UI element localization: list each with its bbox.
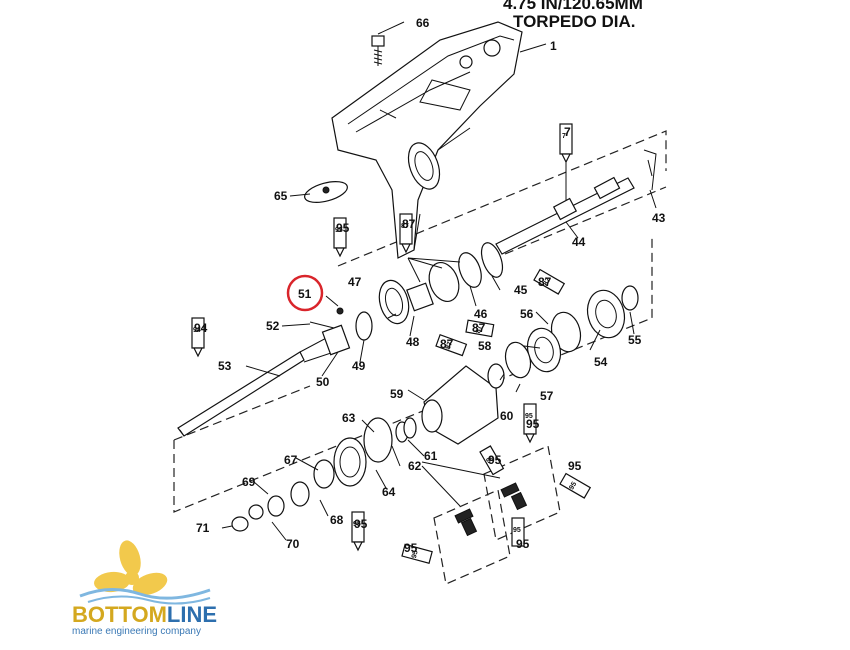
callout: 48 [406,335,420,349]
svg-text:87: 87 [401,223,409,230]
logo-wordmark-part1: BOTTOM [72,602,167,627]
callout: 95 [516,537,530,551]
svg-text:87: 87 [445,341,454,351]
callout: 66 [416,16,430,30]
callout-labels: 66 1 7 65 95 87 43 44 51 47 45 87 52 46 … [194,16,666,555]
callout: 60 [500,409,514,423]
bottomline-logo [79,540,211,605]
callout: 59 [390,387,404,401]
callout: 1 [550,39,557,53]
svg-text:95: 95 [568,481,578,491]
propeller-shaft-53 [177,307,373,437]
highlight-circle [286,274,324,312]
svg-text:95: 95 [411,550,420,559]
logo-wordmark-part2: LINE [166,602,218,627]
callout: 95 [336,221,350,235]
seal-kit-parts [454,482,528,537]
callout: 46 [474,307,488,321]
callout: 94 [194,321,208,335]
svg-text:95: 95 [335,227,343,234]
callout: 95 [526,417,540,431]
propeller-icon [94,540,168,596]
callout: 55 [628,333,642,347]
callout: 95 [488,453,502,467]
callout: 49 [352,359,366,373]
callout: 68 [330,513,344,527]
callout: 63 [342,411,356,425]
callout: 54 [594,355,608,369]
callout: 87 [538,275,552,289]
callout: 95 [568,459,582,473]
svg-text:95: 95 [485,455,495,465]
callout: 52 [266,319,280,333]
callout: 95 [354,517,368,531]
diagram-title-line-2: TORPEDO DIA. [513,12,636,31]
callout: 45 [514,283,528,297]
assembly-boundary-upper [337,130,667,267]
callout: 70 [286,537,300,551]
anode-65 [304,181,348,203]
assembly-boundary-lower [173,238,653,513]
shift-shaft-44 [495,149,657,255]
svg-text:95: 95 [513,527,521,534]
svg-text:87: 87 [475,325,483,334]
leader-lines [221,21,657,541]
wave-icon [79,588,211,600]
callout: 58 [478,339,492,353]
callout: 43 [652,211,666,225]
sealant-tubes: 7 95 87 94 87 87 87 95 95 95 95 95 95 [191,123,592,564]
logo-tagline: marine engineering company [72,626,201,637]
callout: 64 [382,485,396,499]
carrier-seals [231,417,417,532]
callout: 44 [572,235,586,249]
svg-text:87: 87 [542,277,552,287]
callout: 67 [284,453,298,467]
callout: 53 [218,359,232,373]
diagram-title-line-1: 4.75 IN/120.65MM [503,0,643,13]
svg-text:94: 94 [193,327,201,334]
callout: 71 [196,521,210,535]
reverse-gear-assembly [504,285,639,379]
callout: 62 [408,459,422,473]
callout: 65 [274,189,288,203]
logo-wordmark: BOTTOMLINE [72,602,217,628]
callout: 47 [348,275,362,289]
callout: 87 [440,337,454,351]
svg-text:7: 7 [562,133,566,140]
bolt-66 [371,35,385,66]
bearing-carrier-59 [421,363,505,445]
gearcase-housing [331,21,523,259]
callout: 7 [564,125,571,139]
callout: 69 [242,475,256,489]
callout: 56 [520,307,534,321]
forward-gear-assembly [378,242,504,325]
callout: 51 [298,287,312,301]
callout: 57 [540,389,554,403]
callout: 87 [402,217,416,231]
callout: 50 [316,375,330,389]
callout: 87 [472,321,486,335]
callout: 61 [424,449,438,463]
seal-kit-box [433,445,561,585]
svg-text:95: 95 [525,413,533,420]
callout: 95 [404,541,418,555]
svg-text:95: 95 [353,521,361,528]
